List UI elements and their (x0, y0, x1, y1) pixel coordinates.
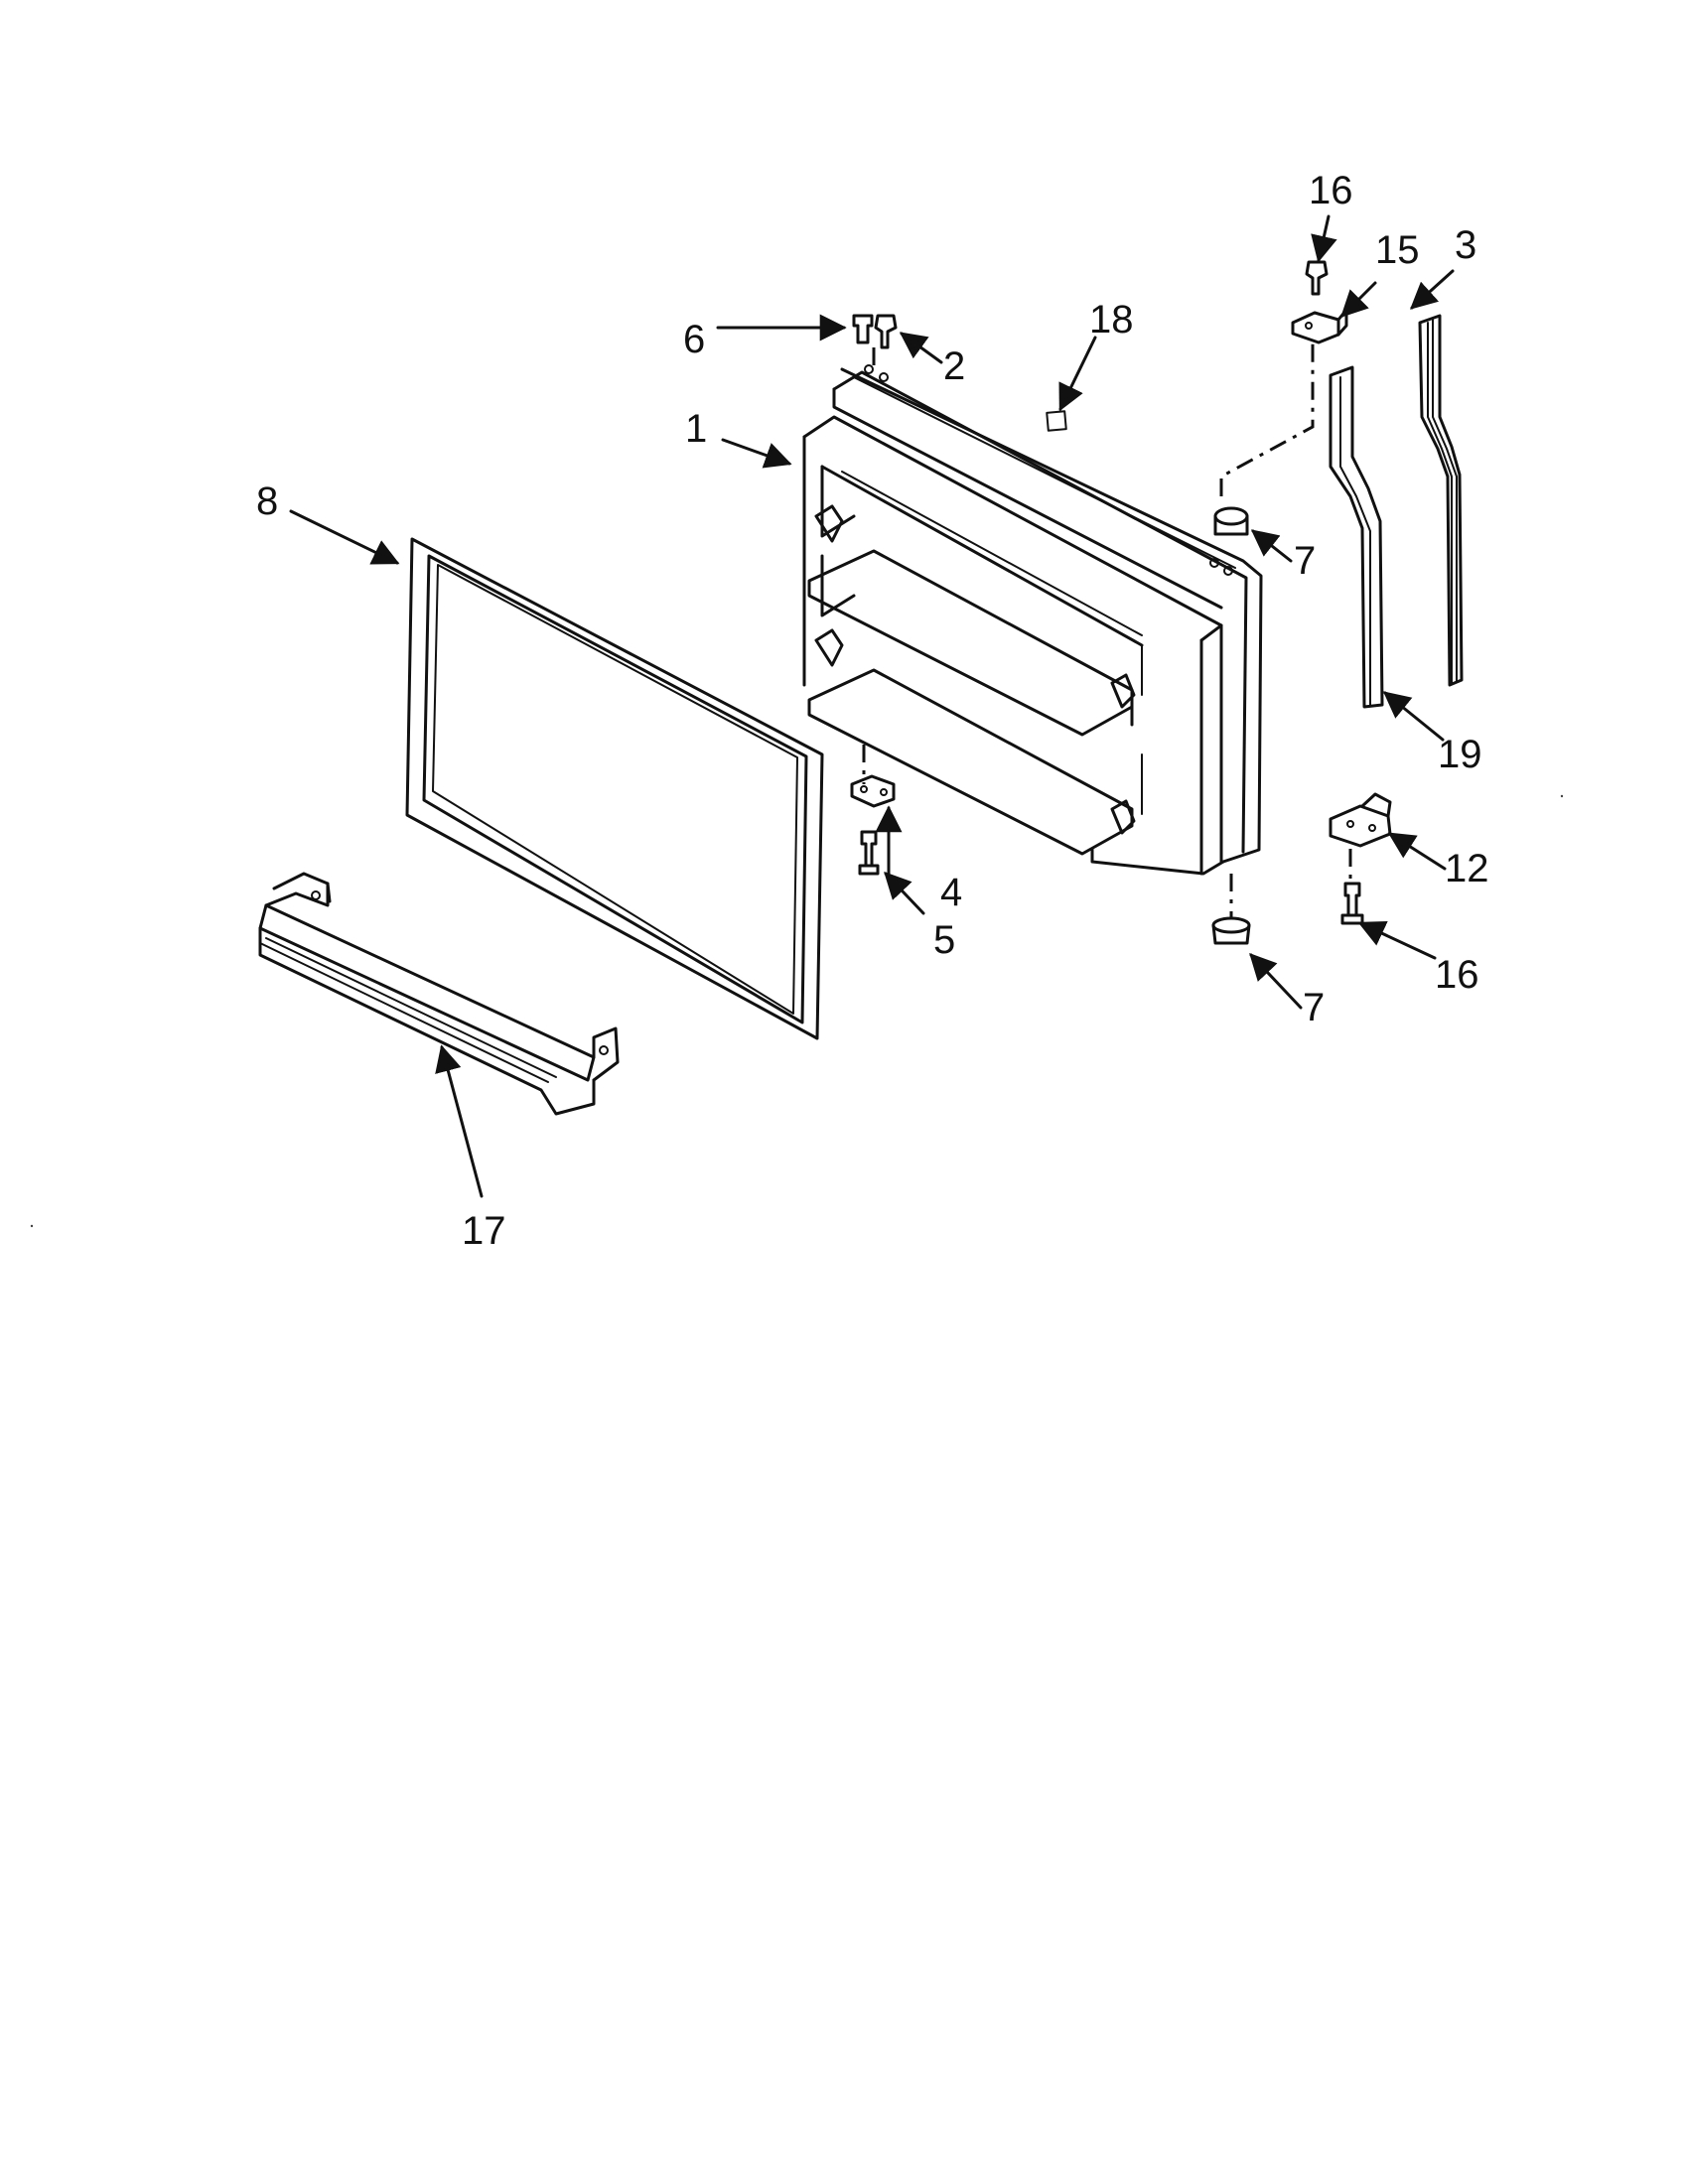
lower-bushing (1211, 916, 1251, 945)
callout-17: 17 (462, 1209, 506, 1253)
callout-7-upper: 7 (1294, 539, 1316, 583)
scan-speck (1560, 794, 1564, 798)
callout-19: 19 (1438, 733, 1482, 776)
callout-18: 18 (1089, 298, 1134, 341)
callout-6: 6 (683, 318, 705, 361)
door-trim-inner (1329, 365, 1384, 709)
callout-3: 3 (1455, 223, 1476, 267)
door-label-sticker (1046, 410, 1067, 432)
lower-hinge-screw (858, 830, 880, 876)
callout-2: 2 (943, 344, 965, 388)
callout-16-lower: 16 (1435, 953, 1479, 997)
door-trim-outer (1418, 314, 1464, 687)
callout-labels: 1 2 3 4 5 6 7 7 8 12 15 16 16 17 18 19 (256, 169, 1489, 1253)
hinge-plug (852, 314, 874, 344)
callout-8: 8 (256, 479, 278, 523)
callout-7-lower: 7 (1303, 986, 1325, 1029)
callout-4: 4 (940, 871, 962, 914)
bottom-hinge-bracket (1329, 792, 1392, 848)
door-handle-bin (258, 872, 620, 1116)
door-screw-top (874, 314, 898, 349)
upper-hinge-bracket (1291, 308, 1348, 344)
upper-bushing (1213, 506, 1249, 536)
door-liner (802, 364, 1263, 876)
callout-15: 15 (1375, 228, 1420, 272)
callout-16-upper: 16 (1309, 169, 1353, 212)
callout-5: 5 (933, 918, 955, 962)
callout-12: 12 (1445, 847, 1489, 890)
scan-speck (30, 1224, 34, 1228)
leader-arrows (289, 214, 1455, 1198)
lower-hinge-bracket (850, 774, 896, 808)
callout-1: 1 (685, 407, 707, 451)
upper-hinge-screw (1305, 260, 1329, 296)
door-gasket (405, 537, 824, 1040)
bottom-hinge-screw (1340, 882, 1364, 925)
